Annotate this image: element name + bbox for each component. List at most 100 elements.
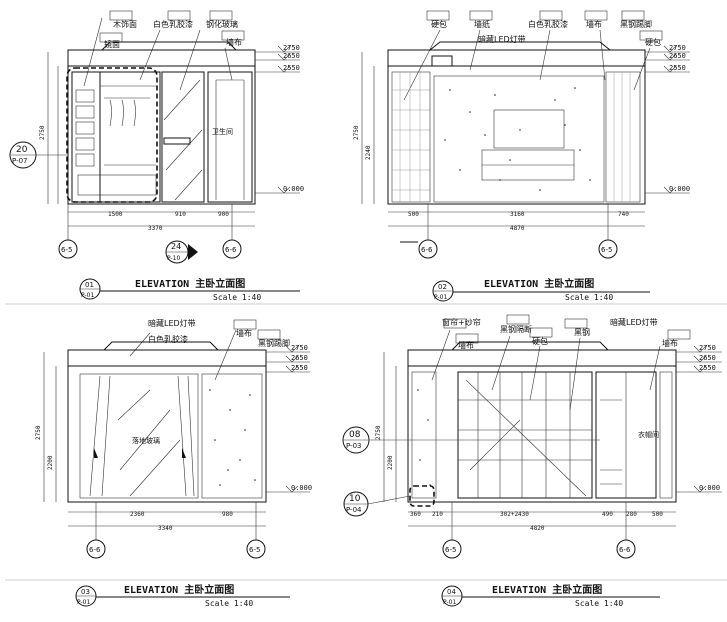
dim-value: 2360 bbox=[130, 511, 145, 518]
scale-label: Scale 1:40 bbox=[565, 293, 613, 302]
level-value: 2650 bbox=[699, 354, 716, 362]
elevation-title: ELEVATION 主卧立面图 bbox=[124, 583, 234, 596]
dim-value: 3340 bbox=[158, 525, 173, 532]
tag-label: 镜面 bbox=[104, 39, 120, 49]
elevation-01: 木饰面 白色乳胶漆 钢化玻璃 镜面 墙布 bbox=[9, 10, 304, 302]
height-dim: 2750 bbox=[375, 425, 382, 440]
dim-value: 280 bbox=[626, 511, 637, 518]
dim-value: 980 bbox=[222, 511, 233, 518]
tag-label: 钢化玻璃 bbox=[206, 19, 238, 29]
elevation-title: ELEVATION 主卧立面图 bbox=[492, 583, 602, 596]
room-label: 卫生间 bbox=[212, 127, 233, 136]
dim-value: 3160 bbox=[510, 211, 525, 218]
label: P-07 bbox=[12, 157, 28, 165]
axis-label: 6-5 bbox=[445, 546, 456, 554]
tag-label: 墙布 bbox=[458, 340, 474, 350]
led-label: 暗藏LED灯带 bbox=[610, 317, 658, 327]
level-value: 2650 bbox=[669, 52, 686, 60]
led-label: 暗藏LED灯带 bbox=[148, 318, 196, 328]
level-value: 2750 bbox=[669, 44, 686, 52]
label: P-10 bbox=[167, 255, 180, 262]
label: 08 bbox=[349, 430, 361, 440]
dim-value: 490 bbox=[602, 511, 613, 518]
dim-value: 910 bbox=[175, 211, 186, 218]
tag-label: 墙布 bbox=[586, 19, 602, 29]
level-value: 2550 bbox=[283, 64, 300, 72]
level-value: 2750 bbox=[283, 44, 300, 52]
axis-label: 6-6 bbox=[225, 246, 237, 254]
label: 24 bbox=[171, 242, 181, 251]
label: P-01 bbox=[434, 294, 447, 301]
callout-bottom: 10 P-04 bbox=[343, 485, 435, 517]
led-label: 暗藏LED灯带 bbox=[478, 34, 526, 44]
dim-value: 500 bbox=[408, 211, 419, 218]
label: 04 bbox=[447, 588, 456, 596]
tag-label: 墙布 bbox=[662, 338, 678, 348]
tag-label: 黑钢 bbox=[574, 327, 590, 337]
elevation-title: ELEVATION 主卧立面图 bbox=[484, 277, 594, 290]
tag-label: 硬包 bbox=[431, 19, 447, 29]
label: 10 bbox=[349, 494, 361, 504]
level-value: 2650 bbox=[283, 52, 300, 60]
dim-value: 360 bbox=[410, 511, 421, 518]
tag-label: 白色乳胶漆 bbox=[153, 19, 193, 29]
elevation-03: 暗藏LED灯带 白色乳胶漆 墙布 黑钢踢脚 落地玻璃 2750 bbox=[35, 318, 312, 608]
tag-label: 白色乳胶漆 bbox=[528, 19, 568, 29]
elevation-02: 硬包 墙纸 白色乳胶漆 墙布 黑钢踢脚 硬包 暗藏LED灯带 bbox=[353, 10, 690, 302]
level-value: 2550 bbox=[291, 364, 308, 372]
label: 02 bbox=[438, 283, 447, 291]
level-value: 2550 bbox=[669, 64, 686, 72]
dim-value: 4870 bbox=[510, 225, 525, 232]
tag-label: 墙纸 bbox=[474, 19, 490, 29]
tag-label: 白色乳胶漆 bbox=[148, 334, 188, 344]
axis-label: 6-5 bbox=[61, 246, 72, 254]
dim-value: 210 bbox=[432, 511, 443, 518]
label: 03 bbox=[81, 588, 90, 596]
level-value: 0.000 bbox=[669, 185, 690, 193]
label: P-01 bbox=[443, 599, 456, 606]
axis-label: 6-6 bbox=[421, 246, 433, 254]
scale-label: Scale 1:40 bbox=[205, 599, 253, 608]
dim-value: 4820 bbox=[530, 525, 545, 532]
tag-label: 黑钢隔断 bbox=[500, 324, 532, 334]
level-value: 2750 bbox=[699, 344, 716, 352]
axis-label: 6-6 bbox=[619, 546, 631, 554]
axis-label: 6-5 bbox=[601, 246, 612, 254]
dim-value: 302+2430 bbox=[500, 511, 529, 518]
level-value: 0.000 bbox=[291, 484, 312, 492]
tag-label: 墙布 bbox=[226, 37, 242, 47]
height-dim: 2200 bbox=[387, 455, 394, 470]
callout-left: 20 P-07 bbox=[9, 141, 67, 169]
label: P-04 bbox=[346, 506, 362, 514]
height-dim: 2750 bbox=[35, 425, 42, 440]
level-marks: 2750 2650 2550 0.000 bbox=[255, 44, 304, 194]
label: P-03 bbox=[346, 442, 362, 450]
label: 20 bbox=[16, 145, 28, 155]
dim-value: 740 bbox=[618, 211, 629, 218]
label: P-01 bbox=[77, 599, 90, 606]
height-dim: 2200 bbox=[47, 455, 54, 470]
level-value: 2750 bbox=[291, 344, 308, 352]
level-value: 0.000 bbox=[699, 484, 720, 492]
dim-value: 3370 bbox=[148, 225, 163, 232]
tag-label: 黑钢踢脚 bbox=[620, 19, 652, 29]
label: 01 bbox=[85, 281, 94, 289]
tag-label: 墙布 bbox=[236, 328, 252, 338]
tag-label: 木饰面 bbox=[113, 19, 137, 29]
axis-label: 6-6 bbox=[89, 546, 101, 554]
height-dim: 2750 bbox=[353, 125, 360, 140]
tag-label: 硬包 bbox=[645, 37, 661, 47]
level-value: 2550 bbox=[699, 364, 716, 372]
dim-value: 500 bbox=[652, 511, 663, 518]
scale-label: Scale 1:40 bbox=[575, 599, 623, 608]
room-label: 衣帽间 bbox=[638, 430, 659, 439]
tag-label: 硬包 bbox=[532, 336, 548, 346]
label: P-01 bbox=[81, 292, 94, 299]
dim-value: 1500 bbox=[108, 211, 123, 218]
tag-label: 黑钢踢脚 bbox=[258, 338, 290, 348]
tag-label: 窗帘+纱帘 bbox=[442, 317, 481, 327]
elevation-04: 窗帘+纱帘 墙布 黑钢隔断 硬包 黑钢 墙布 暗藏LED灯带 bbox=[342, 314, 722, 608]
height-dim: 2240 bbox=[365, 145, 372, 160]
level-value: 2650 bbox=[291, 354, 308, 362]
